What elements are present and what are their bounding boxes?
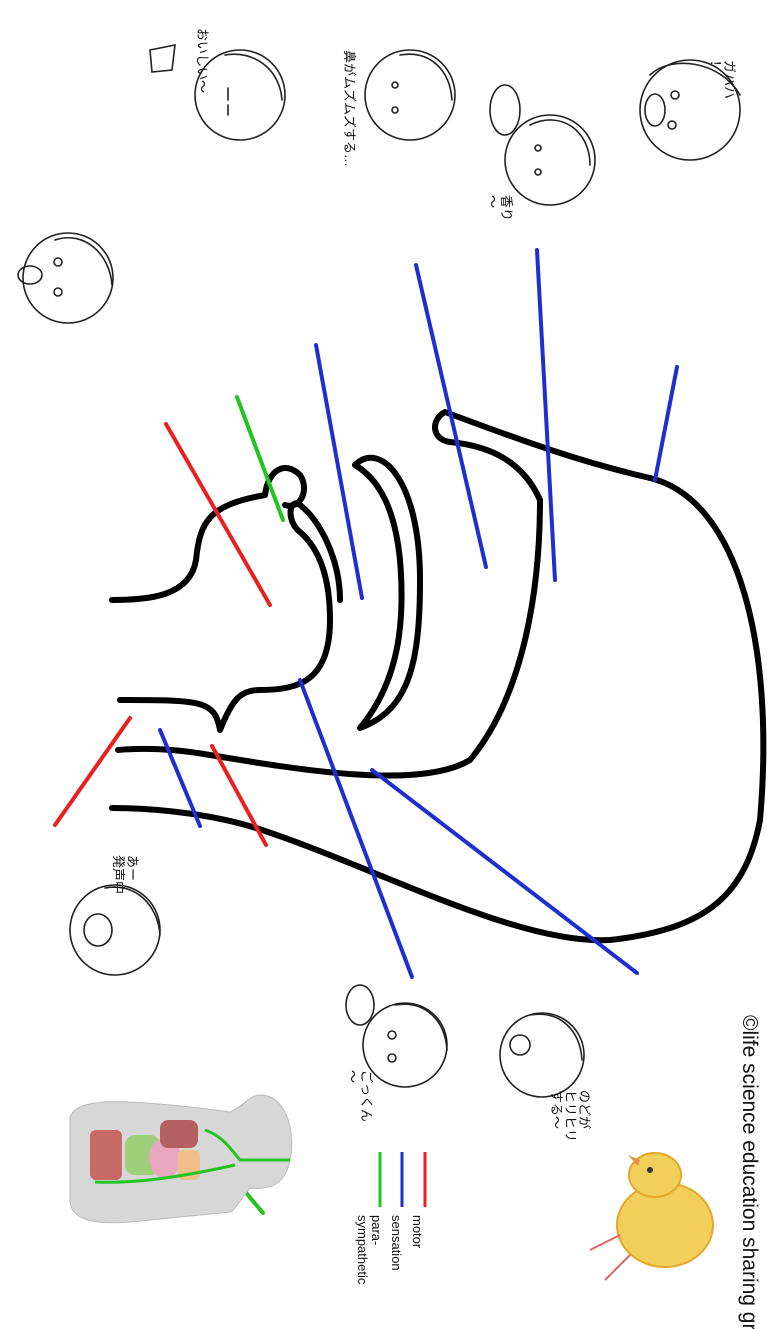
labels: ©life science education sharing group (738, 1015, 761, 1329)
nerve-larynx (158, 728, 202, 828)
nerve-tongue (164, 422, 272, 607)
outline-palate (117, 500, 343, 733)
doodle-vocal-face (69, 884, 161, 976)
doodle-nose-face (364, 49, 456, 141)
legend-label-sensation: sensation (389, 1215, 404, 1271)
nerve-lines (53, 248, 679, 1215)
nerve-smell (535, 248, 557, 582)
legend-label-motor: motor (410, 1215, 425, 1249)
doodle-laughing-face (639, 59, 741, 161)
nerve-swallowing (210, 744, 268, 847)
nerve-nasal (414, 263, 488, 569)
nerve-face (653, 365, 679, 482)
head-outline (109, 409, 767, 944)
nerve-vocation (53, 716, 132, 827)
outline-concha (352, 454, 423, 731)
doodle-text-laughing: ガハハ！ (708, 60, 737, 99)
outline-tongue (109, 464, 307, 603)
doodle-text-throat: のどがヒリヒリする〜 (549, 1090, 592, 1142)
copyright-text: ©life science education sharing group (738, 1015, 761, 1329)
doodle-tongue-face (17, 232, 114, 324)
nerve-taste9 (298, 678, 414, 979)
doodle-text-vocal: あー発声中 (111, 855, 140, 894)
doodle-eating-face (149, 43, 286, 141)
doodle-text-eating: おいしい〜 (195, 28, 210, 93)
nerve-salivary (235, 395, 285, 522)
doodle-text-smell: 香り〜 (485, 195, 514, 221)
outline-nasal-floor (115, 497, 543, 779)
doodle-smell-face (489, 84, 596, 206)
legend-label-parasympathetic: para-sympathetic (355, 1215, 384, 1285)
nerve-pharynx (370, 768, 639, 975)
doodle-chick (589, 1152, 714, 1281)
nerve-oral (314, 343, 364, 600)
doodle-throat-face (499, 1012, 585, 1098)
doodle-text-swallow: ごっくん〜 (345, 1070, 374, 1122)
outline-nasal-bone (432, 409, 653, 503)
torso-illustration (69, 1094, 293, 1224)
doodle-swallow-face (345, 984, 448, 1088)
doodle-text-nose: 鼻がムズムズする… (342, 50, 357, 167)
legend: motor sensation para-sympathetic (355, 1152, 427, 1285)
